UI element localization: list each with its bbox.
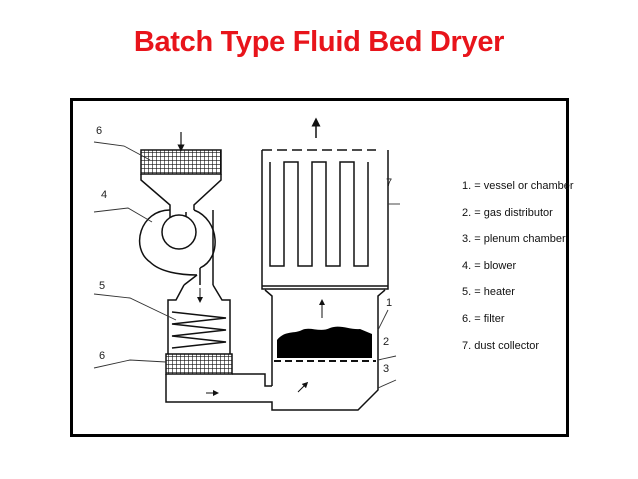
legend-item-vessel: 1. = vessel or chamber bbox=[462, 180, 574, 192]
dust-collector bbox=[261, 149, 389, 290]
label-4: 4 bbox=[101, 189, 107, 201]
bottom-duct bbox=[165, 373, 379, 411]
bottom-filter bbox=[165, 353, 233, 375]
legend-item-gas-distributor: 2. = gas distributor bbox=[462, 206, 553, 219]
label-3: 3 bbox=[383, 363, 389, 375]
legend: 1. = vessel or chamber 2. = gas distribu… bbox=[462, 179, 574, 365]
top-filter bbox=[140, 149, 222, 175]
legend-item-blower: 4. = blower bbox=[462, 259, 517, 272]
plenum-flow-arrow bbox=[297, 381, 309, 393]
label-7: 7 bbox=[386, 177, 392, 189]
plenum-chamber bbox=[271, 360, 379, 386]
vessel-chamber bbox=[264, 289, 386, 360]
legend-item-filter: 6. = filter bbox=[462, 312, 505, 325]
label-5: 5 bbox=[99, 280, 105, 292]
blower bbox=[139, 209, 216, 286]
heater bbox=[167, 284, 231, 354]
leader-lines bbox=[93, 141, 400, 389]
blower-inlet-funnel bbox=[140, 174, 222, 210]
slide-title: Batch Type Fluid Bed Dryer bbox=[133, 26, 505, 58]
legend-item-plenum-chamber: 3. = plenum chamber bbox=[462, 233, 566, 246]
product-bed bbox=[277, 326, 372, 358]
label-6-top: 6 bbox=[96, 125, 102, 137]
label-6-bottom: 6 bbox=[99, 350, 105, 362]
legend-item-heater: 5. = heater bbox=[462, 286, 515, 299]
label-2: 2 bbox=[383, 336, 389, 348]
label-1: 1 bbox=[386, 297, 392, 309]
legend-item-dust-collector: 7. dust collector bbox=[462, 339, 540, 352]
